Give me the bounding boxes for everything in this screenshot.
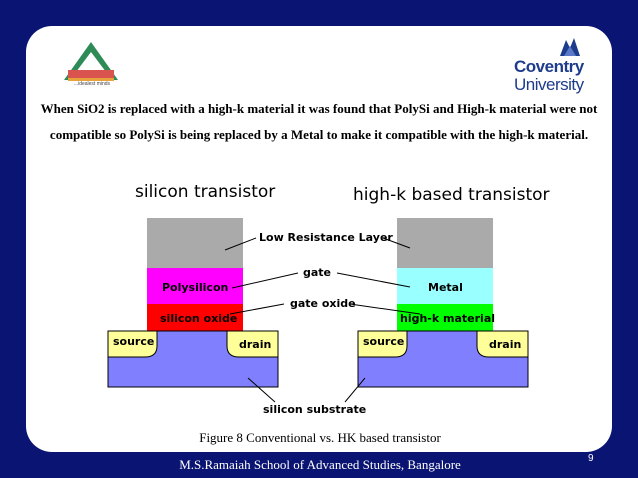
coventry-logo-line1: Coventry	[514, 57, 584, 76]
left-source-region	[107, 330, 158, 358]
gate-oxide-label: gate oxide	[290, 297, 356, 310]
low-resistance-label: Low Resistance Layer	[259, 231, 393, 244]
substrate-label: silicon substrate	[263, 403, 366, 416]
right-highk-layer	[397, 304, 493, 332]
footer-text: M.S.Ramaiah School of Advanced Studies, …	[179, 457, 461, 472]
intro-paragraph: When SiO2 is replaced with a high-k mate…	[40, 101, 598, 142]
leader-oxide-left	[229, 303, 285, 315]
coventry-crest-icon	[560, 38, 580, 56]
right-source-region	[357, 330, 408, 358]
leader-substrate-right	[344, 377, 366, 403]
page-number: 9	[588, 453, 594, 464]
diagram-right-title: high-k based transistor	[353, 185, 550, 205]
leader-low-resistance-left	[224, 237, 257, 251]
msrsas-logo	[64, 42, 118, 81]
left-low-resistance-layer	[147, 218, 243, 268]
logo-tagline: ...idealest minds	[73, 81, 111, 87]
leader-substrate-left	[247, 377, 276, 403]
leader-gate-left	[231, 272, 299, 289]
leader-oxide-right	[349, 303, 421, 315]
left-source-label: source	[113, 335, 154, 348]
left-polysilicon-label: Polysilicon	[162, 281, 228, 294]
coventry-logo-line2: University	[514, 75, 584, 94]
right-drain-region	[476, 330, 529, 358]
right-metal-layer	[397, 268, 493, 304]
figure-caption: Figure 8 Conventional vs. HK based trans…	[199, 430, 441, 445]
left-oxide-label: silicon oxide	[160, 312, 237, 325]
leader-low-resistance-right	[382, 237, 411, 249]
left-silicon-oxide-layer	[147, 304, 243, 332]
left-drain-label: drain	[239, 338, 271, 351]
left-polysilicon-layer	[147, 268, 243, 304]
right-metal-label: Metal	[428, 281, 463, 294]
left-drain-region	[226, 330, 279, 358]
leader-gate-right	[336, 272, 411, 288]
right-highk-label: high-k material	[400, 312, 495, 325]
right-drain-label: drain	[489, 338, 521, 351]
right-source-label: source	[363, 335, 404, 348]
gate-label: gate	[303, 266, 331, 279]
diagram-left-title: silicon transistor	[135, 182, 276, 202]
right-low-resistance-layer	[397, 218, 493, 268]
